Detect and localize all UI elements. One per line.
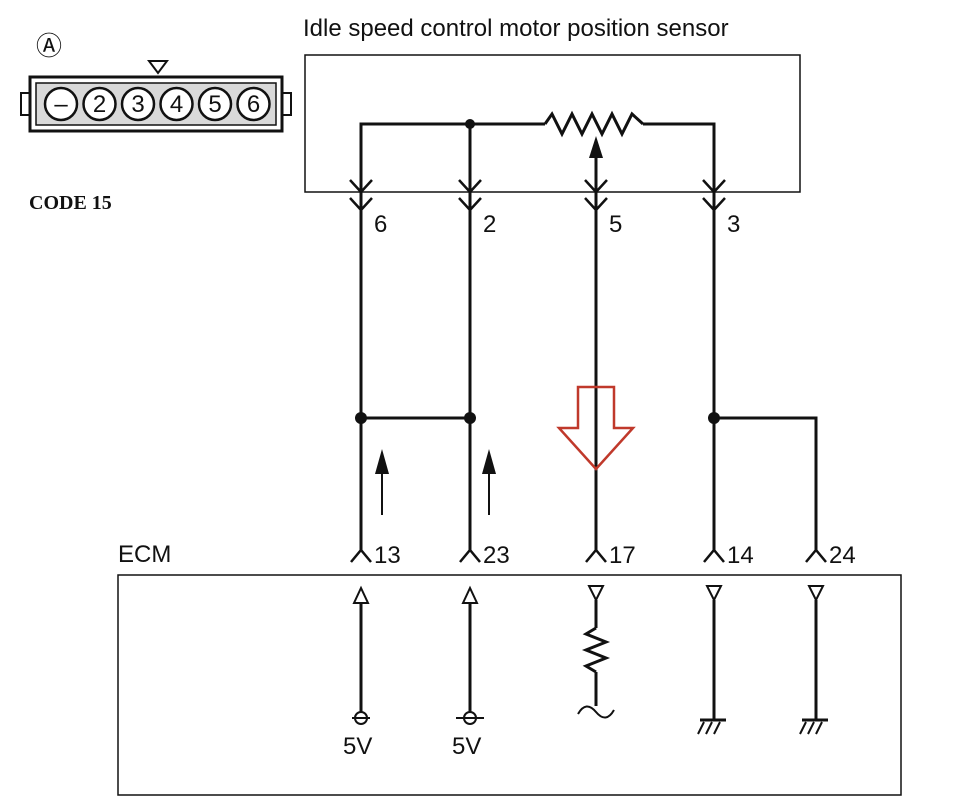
sensor-terminal-5: 5 (584, 179, 622, 238)
terminal-label: 2 (483, 211, 496, 238)
svg-text:4: 4 (170, 91, 183, 118)
sensor-terminal-2: 2 (458, 179, 496, 238)
sensor-terminal-3: 3 (702, 179, 740, 238)
connector-label: Ⓐ (36, 31, 62, 61)
wire-branch-24 (714, 416, 818, 550)
ecm-circuit-23: 5V (452, 585, 484, 760)
output-triangle-icon (705, 585, 723, 603)
terminal-label: 17 (609, 542, 636, 569)
terminal-label: 24 (829, 542, 856, 569)
potentiometer-resistor-icon (543, 110, 645, 138)
ecm-label: ECM (118, 541, 171, 568)
connector-pin: – (43, 86, 79, 122)
sensor-box (304, 54, 801, 193)
terminal-label: 3 (727, 211, 740, 238)
connector-pin: 4 (159, 86, 194, 122)
connector-pin: 5 (197, 86, 233, 122)
sensor-internal-wire-top (359, 122, 545, 190)
output-triangle-icon (587, 585, 605, 603)
ecm-circuit-24 (799, 585, 828, 735)
ecm-terminal-17: 17 (585, 542, 636, 569)
signal-input-icon (577, 705, 615, 719)
current-arrow-icon (482, 449, 496, 515)
ecm-circuit-13: 5V (343, 585, 372, 760)
output-triangle-icon (807, 585, 825, 603)
terminal-label: 14 (727, 542, 754, 569)
svg-text:3: 3 (131, 91, 144, 118)
highlight-down-arrow-icon (556, 385, 636, 471)
sensor-internal-wire-3 (643, 122, 716, 190)
code-label: CODE 15 (29, 192, 112, 214)
junction-dot (355, 412, 367, 424)
supply-label: 5V (343, 733, 372, 760)
sensor: Idle speed control motor position sensor (303, 15, 801, 193)
ecm-terminal-23: 23 (459, 542, 510, 569)
ecm-resistor-icon (581, 626, 611, 674)
ecm: ECM 13 23 17 14 24 5V 5V (117, 541, 902, 796)
ecm-terminal-14: 14 (703, 542, 754, 569)
wiper-arrow-icon (589, 136, 603, 158)
current-arrow-icon (375, 449, 389, 515)
connector-pin: 3 (120, 86, 156, 122)
svg-text:5: 5 (208, 91, 221, 118)
terminal-label: 13 (374, 542, 401, 569)
sensor-junction-dot (465, 119, 475, 129)
svg-text:2: 2 (93, 91, 106, 118)
svg-text:6: 6 (247, 91, 260, 118)
input-triangle-icon (352, 585, 370, 604)
terminal-label: 5 (609, 211, 622, 238)
connector-key-icon (147, 60, 169, 75)
input-triangle-icon (461, 585, 479, 604)
sensor-title: Idle speed control motor position sensor (303, 15, 729, 42)
terminal-label: 6 (374, 211, 387, 238)
connector-pin: 6 (236, 86, 271, 122)
svg-text:–: – (54, 91, 68, 118)
ecm-terminal-24: 24 (805, 542, 856, 569)
junction-dot (464, 412, 476, 424)
sensor-terminal-6: 6 (349, 179, 387, 238)
supply-label: 5V (452, 733, 481, 760)
ecm-circuit-17 (577, 585, 615, 719)
terminal-label: 23 (483, 542, 510, 569)
ecm-box (117, 574, 902, 796)
connector-pin: 2 (82, 86, 117, 122)
junction-dot (708, 412, 720, 424)
harness (355, 190, 818, 550)
ecm-terminal-13: 13 (350, 542, 401, 569)
connector-face (35, 82, 277, 126)
ecm-circuit-14 (697, 585, 726, 735)
